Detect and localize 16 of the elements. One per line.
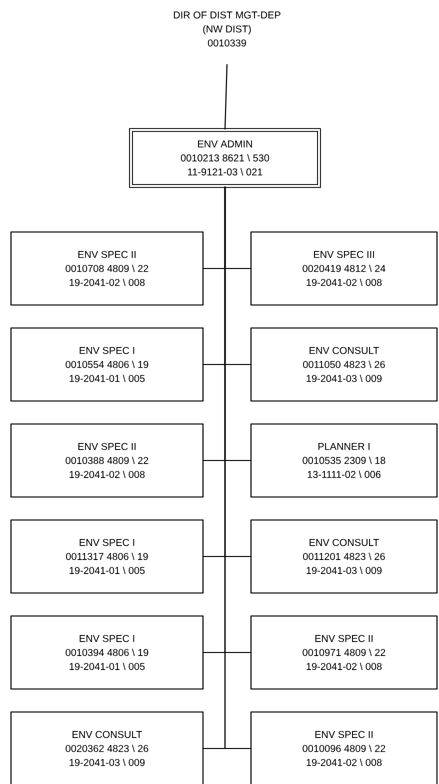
position-box: ENV SPEC I 0010554 4806 \ 19 19-2041-01 \ 005 <box>10 327 204 402</box>
position-box: ENV SPEC III 0020419 4812 \ 24 19-2041-02 \ 008 <box>250 231 438 306</box>
position-box: ENV CONSULT 0011201 4823 \ 26 19-2041-03 \ 009 <box>250 519 438 594</box>
manager-box: ENV ADMIN 0010213 8621 \ 530 11-9121-03 \ 021 <box>129 128 321 188</box>
title-text: DIR OF DIST MGT-DEP (NW DIST) 0010339 <box>174 11 280 47</box>
connector-line <box>224 186 250 750</box>
position-box: ENV SPEC I 0010394 4806 \ 19 19-2041-01 \ 005 <box>10 615 204 690</box>
connector-line <box>224 64 228 130</box>
position-box: PLANNER I 0010535 2309 \ 18 13-1111-02 \ 006 <box>250 423 438 498</box>
position-box: ENV CONSULT 0011050 4823 \ 26 19-2041-03 \ 009 <box>250 327 438 402</box>
position-box: ENV SPEC II 0010388 4809 \ 22 19-2041-02 \ 008 <box>10 423 204 498</box>
position-box: ENV SPEC II 0010096 4809 \ 22 19-2041-02 \ 008 <box>250 711 438 784</box>
position-box: ENV CONSULT 0020362 4823 \ 26 19-2041-03 \ 009 <box>10 711 204 784</box>
position-box: ENV SPEC II 0010971 4809 \ 22 19-2041-02 \ 008 <box>250 615 438 690</box>
position-box: ENV SPEC II 0010708 4809 \ 22 19-2041-02 \ 008 <box>10 231 204 306</box>
position-box: ENV SPEC I 0011317 4806 \ 19 19-2041-01 \ 005 <box>10 519 204 594</box>
